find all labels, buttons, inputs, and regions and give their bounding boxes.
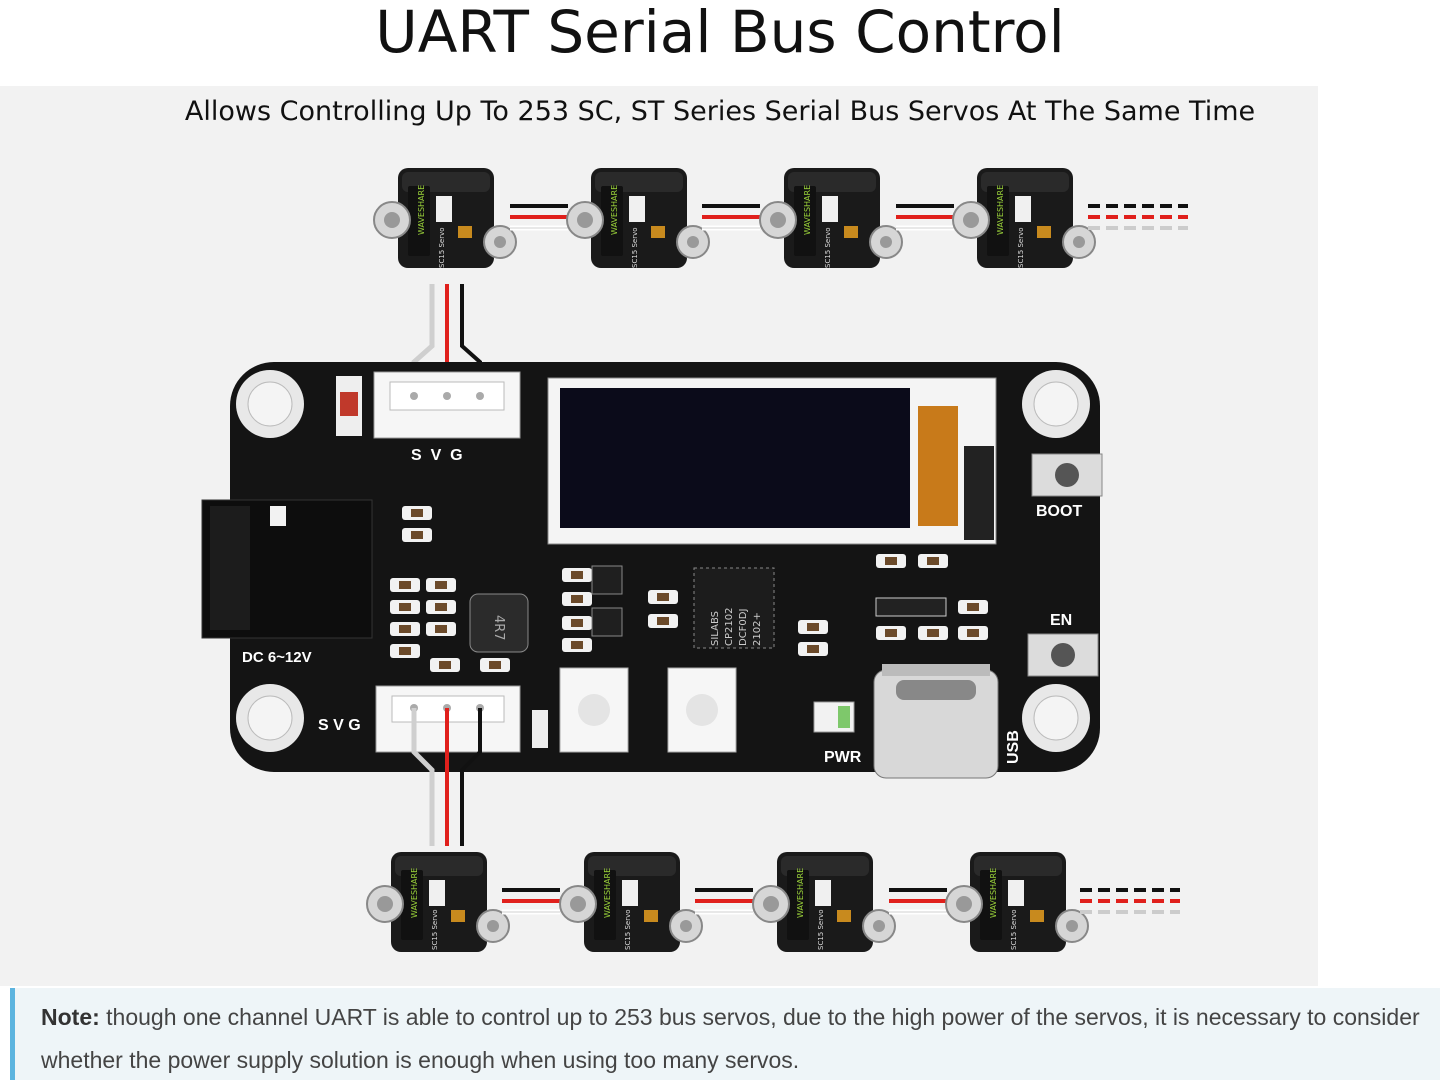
servo-brand-text: WAVESHARE: [417, 185, 426, 235]
servo-model-text: SC15 Servo: [1010, 909, 1018, 950]
servo-brand-text: WAVESHARE: [610, 185, 619, 235]
oled-display: [547, 377, 997, 545]
servo-brand-text: WAVESHARE: [796, 868, 805, 918]
servo-top-2: WAVESHARE SC15 Servo: [566, 167, 710, 269]
servo-brand-text: WAVESHARE: [803, 185, 812, 235]
usb-uart-chip: SILABS CP2102 DCF0DJ 2102+: [693, 567, 775, 649]
servo-brand-text: WAVESHARE: [603, 868, 612, 918]
power-note: Note: though one channel UART is able to…: [10, 988, 1440, 1080]
dc-label: DC 6~12V: [242, 649, 312, 666]
servo-model-text: SC15 Servo: [824, 227, 832, 268]
servo-bottom-4: WAVESHARE SC15 Servo: [945, 851, 1089, 953]
servo-model-text: SC15 Servo: [438, 227, 446, 268]
boot-button[interactable]: [1031, 453, 1103, 497]
servo-bottom-2: WAVESHARE SC15 Servo: [559, 851, 703, 953]
servo-brand-text: WAVESHARE: [996, 185, 1005, 235]
servo-brand-text: WAVESHARE: [989, 868, 998, 918]
servo-model-text: SC15 Servo: [431, 909, 439, 950]
note-text: though one channel UART is able to contr…: [41, 1004, 1420, 1073]
page-title: UART Serial Bus Control: [375, 0, 1065, 66]
chip-line-4: 2102+: [752, 612, 763, 646]
servo-model-text: SC15 Servo: [631, 227, 639, 268]
pwr-label: PWR: [824, 749, 862, 766]
servo-bus-diagram: WAVESHARE SC15 Servo WAVESHARE SC15 Serv…: [201, 167, 1190, 953]
servo-top-3: WAVESHARE SC15 Servo: [759, 167, 903, 269]
note-label: Note:: [41, 1004, 100, 1030]
driver-board: S V G DC 6~12V 4R7: [201, 362, 1103, 779]
top-port-pin-labels: S V G: [411, 447, 463, 464]
servo-brand-text: WAVESHARE: [410, 868, 419, 918]
en-button[interactable]: [1027, 633, 1099, 677]
mount-holes: [236, 370, 1090, 752]
servo-model-text: SC15 Servo: [624, 909, 632, 950]
inductor-text: 4R7: [491, 615, 506, 641]
top-servo-chain: WAVESHARE SC15 Servo WAVESHARE SC15 Serv…: [373, 167, 1190, 269]
en-label: EN: [1050, 612, 1072, 629]
rgb-leds: [559, 667, 737, 753]
servo-bottom-1: WAVESHARE SC15 Servo: [366, 851, 510, 953]
chip-line-1: SILABS: [710, 611, 721, 646]
chip-line-3: DCF0DJ: [738, 609, 749, 646]
servo-bottom-3: WAVESHARE SC15 Servo: [752, 851, 896, 953]
bottom-port-pin-labels: S V G: [318, 717, 361, 734]
subtitle: Allows Controlling Up To 253 SC, ST Seri…: [184, 96, 1256, 127]
chip-line-2: CP2102: [724, 608, 735, 646]
servo-top-4: WAVESHARE SC15 Servo: [952, 167, 1096, 269]
servo-top-1: WAVESHARE SC15 Servo: [373, 167, 517, 269]
dc-jack: [201, 499, 373, 639]
bottom-servo-chain: WAVESHARE SC15 Servo WAVESHARE SC15 Serv…: [366, 851, 1182, 953]
bottom-bus-cable: [411, 708, 482, 846]
usb-label: USB: [1005, 730, 1022, 764]
boot-label: BOOT: [1036, 503, 1082, 520]
inductor: 4R7: [469, 593, 529, 653]
servo-model-text: SC15 Servo: [817, 909, 825, 950]
usb-c-port: [873, 664, 999, 779]
servo-model-text: SC15 Servo: [1017, 227, 1025, 268]
top-servo-port: [373, 371, 521, 439]
